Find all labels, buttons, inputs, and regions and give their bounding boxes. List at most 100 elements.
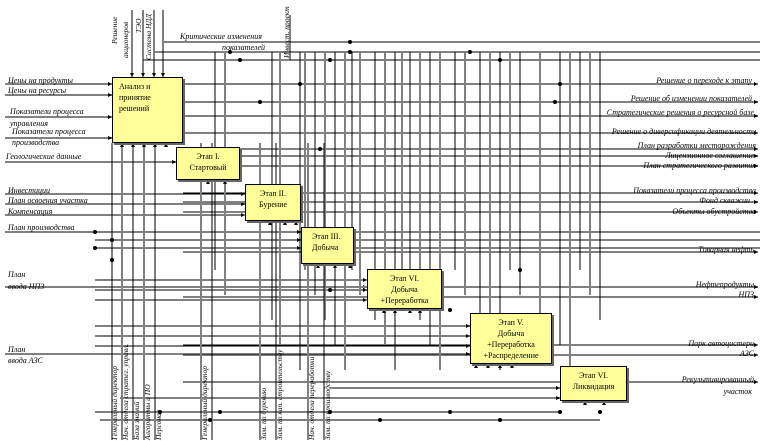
arrow-up-icon [602,401,606,405]
box-stage-1[interactable]: Этап I. Стартовый [176,147,240,180]
arrow-right-icon [754,164,758,168]
junction-dot [598,410,602,414]
junction-dot [110,258,114,262]
junction-dot [93,230,97,234]
box-stage-5-line: +Переработка [487,340,535,349]
arrow-right-icon [754,353,758,357]
control-label-vertical: акционеров [121,21,130,58]
box-analysis-line: принятие [119,93,151,102]
input-label: План [8,270,26,279]
output-label: Стратегические решения о ресурсной базе [606,108,754,117]
box-analysis-line: Анализ и [119,82,151,91]
box-stage-3-line: Добыча [312,243,339,252]
arrow-right-icon [754,114,758,118]
junction-dot [518,268,522,272]
arrow-right-icon [754,100,758,104]
box-stage-5-line: +Распределение [483,351,539,360]
arrow-up-icon [316,264,320,268]
arrow-right-icon [363,278,367,282]
box-stage-1-line: Стартовый [189,163,227,172]
arrow-up-icon [333,264,337,268]
box-analysis-line: решений [119,104,150,113]
box-stage-3[interactable]: Этап III. Добыча [301,227,354,264]
output-label: План стратегического развития [643,161,756,170]
control-label-vertical: Система НДД [144,13,153,60]
arrow-up-icon [474,364,478,368]
output-label: Решение об изменении показателей [630,94,752,103]
input-label: управления [10,119,48,128]
arrow-up-icon [120,143,124,147]
input-label: Компенсация [8,207,53,216]
arrow-up-icon [283,221,287,225]
arrow-up-icon [510,364,514,368]
arrow-right-icon [754,285,758,289]
junction-dot [298,82,302,86]
mechanism-label: Алгоритмы и ПО [143,384,152,440]
mechanism-label: Генеральный директор [110,366,119,440]
output-label: Нефтепродукты [695,280,754,289]
output-label: Товарная нефть [698,245,754,254]
box-stage-1-line: Этап I. [196,152,220,161]
output-label: Показатели процесса производства [633,186,756,195]
box-stage-2[interactable]: Этап II. Бурение [245,184,301,221]
output-label: Рекультивированный [681,375,754,384]
box-stage-4[interactable]: Этап VI. Добыча +Переработка [367,269,442,309]
junction-dot [378,418,382,422]
arrow-up-icon [142,143,146,147]
arrow-right-icon [754,210,758,214]
box-stage-5-line: Добыча [497,329,525,338]
box-stage-6-line: Ликвидация [572,382,615,391]
mechanism-label: Нач. отдела стратег. управл. [121,343,130,440]
output-label: НПЗ [738,290,754,299]
arrow-right-icon [754,82,758,86]
control-label: Критические изменения [180,32,262,41]
arrow-down-icon [161,73,165,77]
arrow-up-icon [223,180,227,184]
arrow-up-icon [294,221,298,225]
arrow-up-icon [164,143,168,147]
junction-dot [553,100,557,104]
input-label: ввода НПЗ [8,282,45,291]
output-label: Фонд скважин [699,196,750,205]
box-stage-2-line: Этап II. [260,189,286,198]
output-label: АЗС [739,349,754,358]
arrow-up-icon [486,364,490,368]
junction-dot [318,147,322,151]
output-label: Лицензионное соглашение [665,151,754,160]
arrow-right-icon [556,386,560,390]
input-label: Цены на ресурсы [8,86,67,95]
mechanism-label: Генеральный директор [200,366,209,440]
arrow-up-icon [268,221,272,225]
arrow-down-icon [130,73,134,77]
output-label: Решение о диверсификации деятельности [611,127,756,136]
arrow-up-icon [206,180,210,184]
box-stage-6[interactable]: Этап VI. Ликвидация [560,366,627,401]
box-stage-5[interactable]: Этап V. Добыча +Переработка +Распределен… [470,313,552,364]
input-label: Показатели процесса [12,127,86,136]
arrow-right-icon [363,298,367,302]
arrow-down-icon [152,73,156,77]
arrow-right-icon [754,295,758,299]
arrow-right-icon [108,82,112,86]
junction-dot [448,308,452,312]
junction-dot [348,40,352,44]
arrow-right-icon [754,200,758,204]
input-label: производства [12,138,60,147]
output-label: Объекты обустройства [672,207,756,216]
output-label: План разработки месторождения [637,141,756,150]
junction-dot [228,50,232,54]
arrow-right-icon [297,230,301,234]
arrow-right-icon [754,343,758,347]
junction-dot [558,410,562,414]
box-stage-2-line: Бурение [258,200,288,209]
input-label: Инвестиции [8,186,50,195]
junction-dot [558,82,562,86]
junction-dot [238,58,242,62]
junction-dot [498,418,502,422]
box-analysis[interactable]: Анализ и принятие решений [112,77,183,143]
arrow-up-icon [418,309,422,313]
output-label: участок [723,387,752,396]
junction-dot [258,100,262,104]
